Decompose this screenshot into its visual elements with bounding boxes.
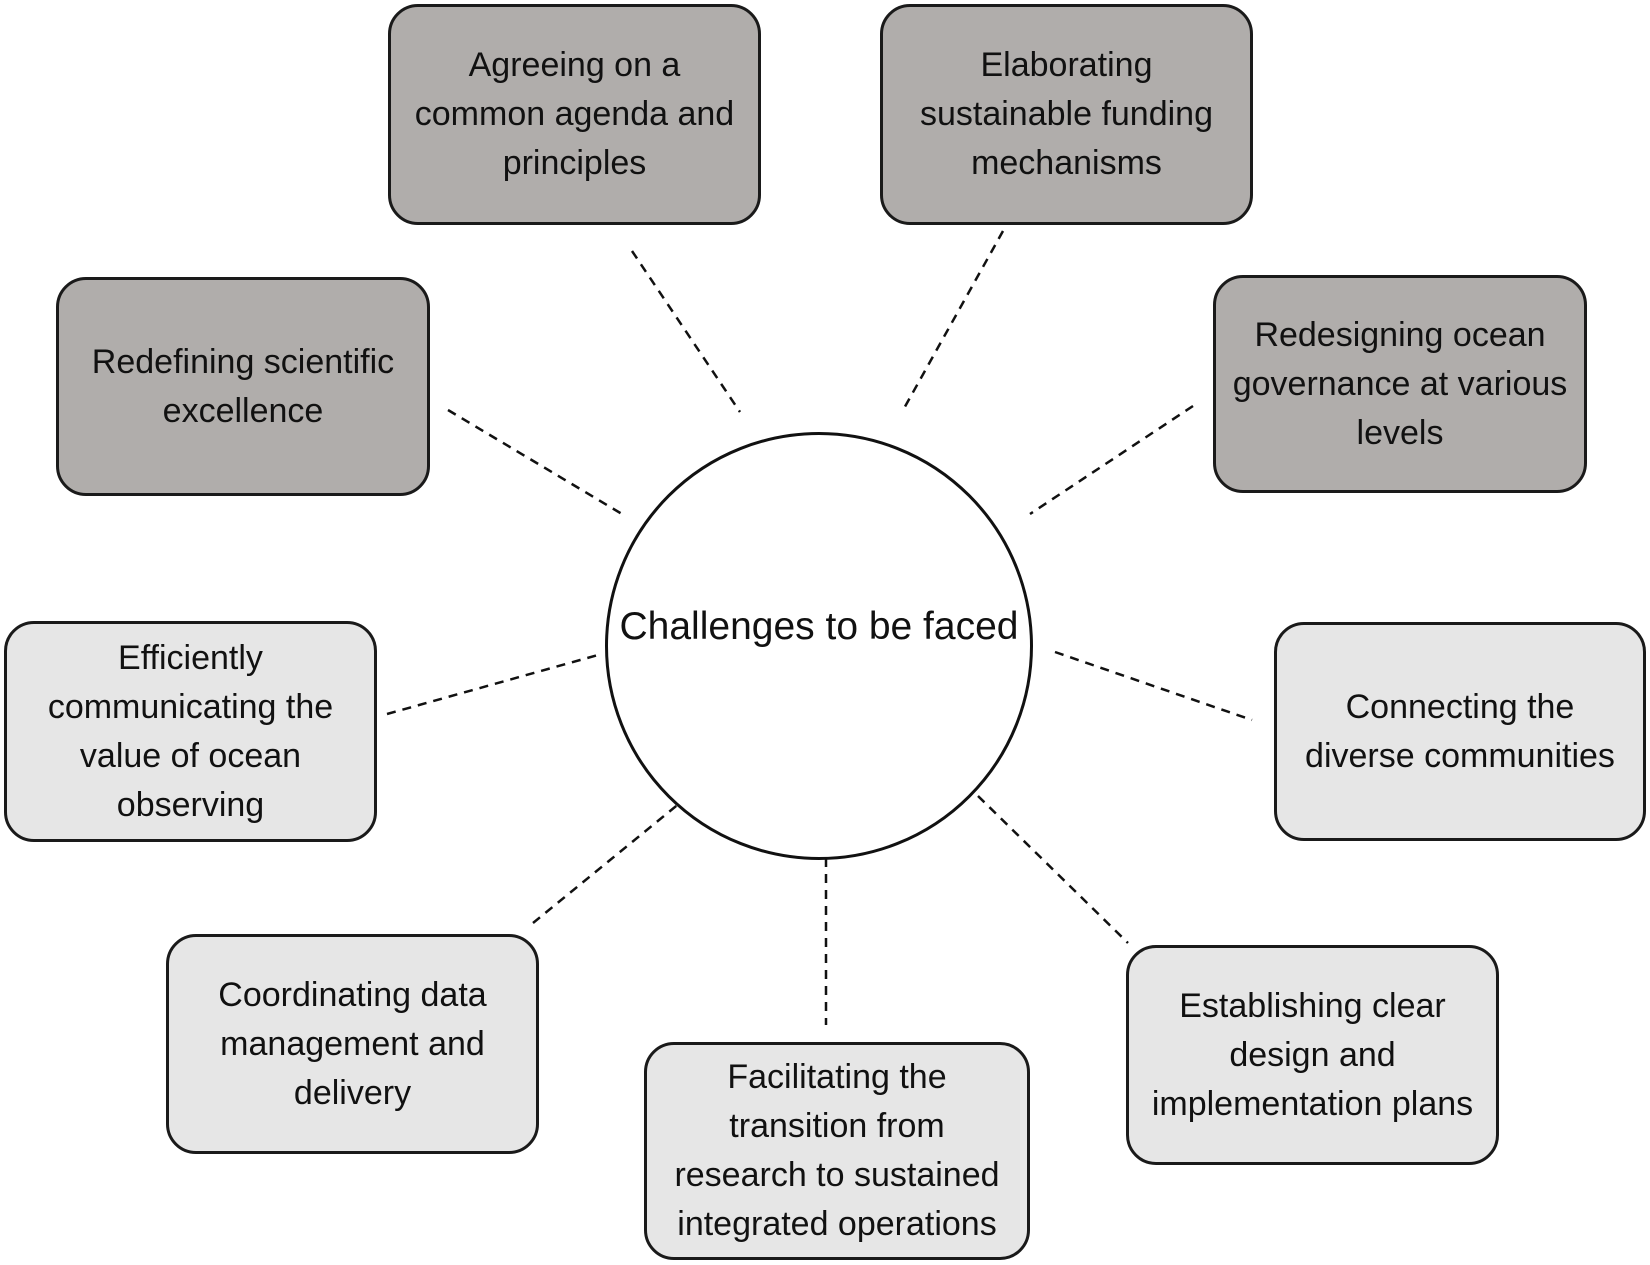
challenge-box-funding: Elaborating sustainable funding mechanis… xyxy=(880,4,1253,225)
connector-communicating xyxy=(386,653,599,716)
challenge-label-governance: Redesigning ocean governance at various … xyxy=(1232,315,1568,452)
connector-funding xyxy=(900,230,1005,413)
center-circle: Challenges to be faced xyxy=(605,432,1033,860)
challenge-label-connecting: Connecting the diverse communities xyxy=(1305,687,1615,775)
challenge-box-data: Coordinating data management and deliver… xyxy=(166,934,539,1154)
connector-excellence xyxy=(447,408,623,516)
challenge-box-governance: Redesigning ocean governance at various … xyxy=(1213,275,1587,493)
challenge-box-agenda: Agreeing on a common agenda and principl… xyxy=(388,4,761,225)
challenge-label-data: Coordinating data management and deliver… xyxy=(218,975,487,1112)
challenge-box-transition: Facilitating the transition from researc… xyxy=(644,1042,1030,1260)
connector-design xyxy=(977,795,1129,944)
challenge-label-excellence: Redefining scientific excellence xyxy=(91,342,395,430)
challenge-label-transition: Facilitating the transition from researc… xyxy=(674,1058,1000,1243)
center-label: Challenges to be faced xyxy=(619,604,1019,648)
connector-governance xyxy=(1029,404,1194,516)
connector-agenda xyxy=(630,250,742,413)
challenge-box-excellence: Redefining scientific excellence xyxy=(56,277,430,496)
challenge-label-agenda: Agreeing on a common agenda and principl… xyxy=(414,46,735,182)
challenge-label-funding: Elaborating sustainable funding mechanis… xyxy=(919,46,1213,182)
challenge-box-communicating: Efficiently communicating the value of o… xyxy=(4,621,377,842)
connector-data xyxy=(532,797,687,924)
challenge-label-design: Establishing clear design and implementa… xyxy=(1151,986,1474,1123)
challenge-box-connecting: Connecting the diverse communities xyxy=(1274,622,1646,841)
challenge-label-communicating: Efficiently communicating the value of o… xyxy=(47,638,334,824)
connector-connecting xyxy=(1054,650,1253,722)
challenge-box-design: Establishing clear design and implementa… xyxy=(1126,945,1499,1165)
